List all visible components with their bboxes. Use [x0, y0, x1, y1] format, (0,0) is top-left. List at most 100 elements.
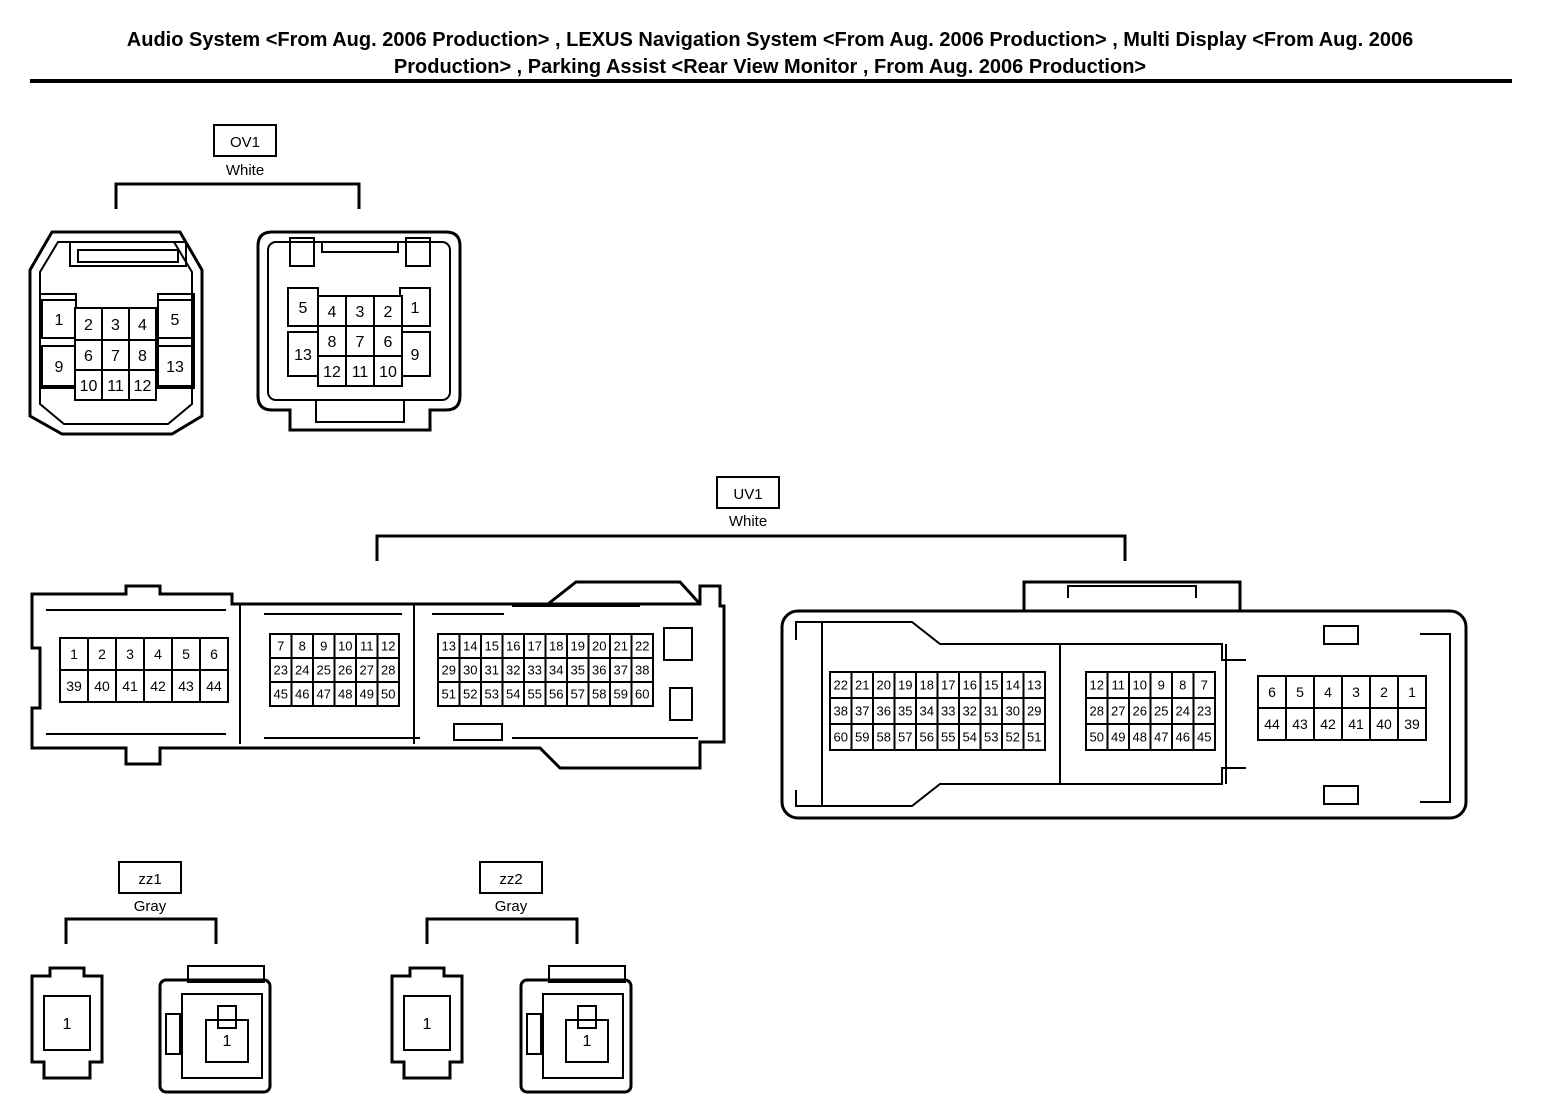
pin-number: 26 — [338, 663, 352, 678]
pin-number: 53 — [485, 687, 499, 702]
pin-number: 3 — [111, 317, 120, 334]
pin-number: 57 — [571, 687, 585, 702]
connector-label-zz2: zz2 Gray — [425, 861, 579, 944]
pin-number: 38 — [635, 663, 649, 678]
pin-number: 45 — [1197, 730, 1211, 745]
pin-number: 10 — [80, 378, 98, 395]
pin-number: 48 — [1133, 730, 1147, 745]
connector-zz1: zz1 Gray 1 1 — [30, 861, 272, 1094]
pin-number: 13 — [166, 359, 184, 376]
connector-rib — [289, 237, 315, 267]
pin-cavity — [287, 331, 319, 377]
pin-number: 29 — [442, 663, 456, 678]
connector-latch-slot — [77, 249, 179, 263]
pin-number: 37 — [855, 704, 869, 719]
pin-number: 37 — [614, 663, 628, 678]
pin-number: 6 — [210, 646, 218, 662]
pin-number: 1 — [583, 1033, 592, 1050]
pin-number: 52 — [1006, 730, 1020, 745]
connector-label-uv1: UV1 White — [375, 476, 1127, 561]
pin-number: 13 — [1027, 678, 1041, 693]
connector-housing — [30, 966, 104, 1080]
connector-lock-hood — [1022, 580, 1242, 611]
pin-cavity — [41, 299, 77, 339]
pin-number: 12 — [134, 378, 152, 395]
connector-view-zz1-b: 1 — [158, 965, 272, 1094]
pin-number: 40 — [94, 678, 110, 694]
connector-code-box — [716, 476, 780, 509]
pin-number: 3 — [126, 646, 134, 662]
pin-number: 49 — [360, 687, 374, 702]
pin-number: 12 — [381, 639, 395, 654]
pin-cavity — [101, 339, 130, 371]
pin-number: 27 — [360, 663, 374, 678]
connector-latch — [69, 241, 187, 267]
pin-number: 29 — [1027, 704, 1041, 719]
pin-cavity — [128, 369, 157, 401]
pin-number: 2 — [1380, 684, 1388, 700]
pin-number: 1 — [70, 646, 78, 662]
pin-cavity — [345, 325, 375, 357]
pin-number: 26 — [1133, 704, 1147, 719]
connector-key — [669, 687, 693, 721]
connector-key — [165, 1013, 181, 1055]
pin-number: 10 — [379, 364, 397, 381]
pin-number: 23 — [274, 663, 288, 678]
pin-number: 43 — [178, 678, 194, 694]
pin-cavity — [199, 637, 229, 671]
pin-number: 56 — [920, 730, 934, 745]
pin-number: 38 — [834, 704, 848, 719]
pin-cavity — [43, 995, 91, 1051]
pin-cavity — [399, 331, 431, 377]
pin-cavity — [157, 345, 193, 387]
pin-cavity — [157, 299, 193, 339]
pin-number: 1 — [423, 1016, 432, 1033]
pin-number: 8 — [138, 348, 147, 365]
connector-code-box — [479, 861, 543, 894]
pin-cavity — [143, 669, 173, 703]
connector-lock — [548, 965, 626, 983]
pin-number: 36 — [592, 663, 606, 678]
pin-number: 2 — [384, 304, 393, 321]
title-line-1: Audio System <From Aug. 2006 Production>… — [126, 29, 1414, 51]
connector-bracket — [114, 182, 361, 209]
connector-housing — [158, 978, 272, 1094]
pin-number: 31 — [485, 663, 499, 678]
connector-bracket — [375, 534, 1127, 561]
pin-number: 16 — [963, 678, 977, 693]
pin-number: 21 — [614, 639, 628, 654]
connector-key — [1323, 625, 1359, 645]
pin-number: 5 — [299, 300, 308, 317]
connector-lock — [187, 965, 265, 983]
connector-inner-wall — [1420, 633, 1451, 803]
connector-lock-hood — [547, 580, 702, 606]
connector-key — [453, 723, 503, 741]
page-title: Audio System <From Aug. 2006 Production>… — [30, 27, 1510, 81]
pin-number: 24 — [1176, 704, 1190, 719]
pin-number: 25 — [1154, 704, 1168, 719]
connector-inner-wall — [795, 767, 1246, 807]
pin-number: 8 — [1179, 678, 1186, 693]
pin-cavity — [373, 295, 403, 327]
pin-cavity — [630, 681, 654, 707]
pin-number: 18 — [549, 639, 563, 654]
pin-number: 4 — [138, 317, 147, 334]
connector-bracket — [425, 917, 579, 944]
pin-number: 46 — [295, 687, 309, 702]
pin-cavity — [1397, 707, 1427, 741]
pin-number: 39 — [1404, 716, 1420, 732]
pin-number: 28 — [381, 663, 395, 678]
pin-number: 7 — [356, 334, 365, 351]
title-line-2: Production> , Parking Assist <Rear View … — [393, 56, 1147, 78]
pin-number: 5 — [171, 312, 180, 329]
pin-number: 30 — [463, 663, 477, 678]
pin-number: 34 — [549, 663, 563, 678]
pin-number: 44 — [206, 678, 222, 694]
pin-number: 1 — [55, 312, 64, 329]
